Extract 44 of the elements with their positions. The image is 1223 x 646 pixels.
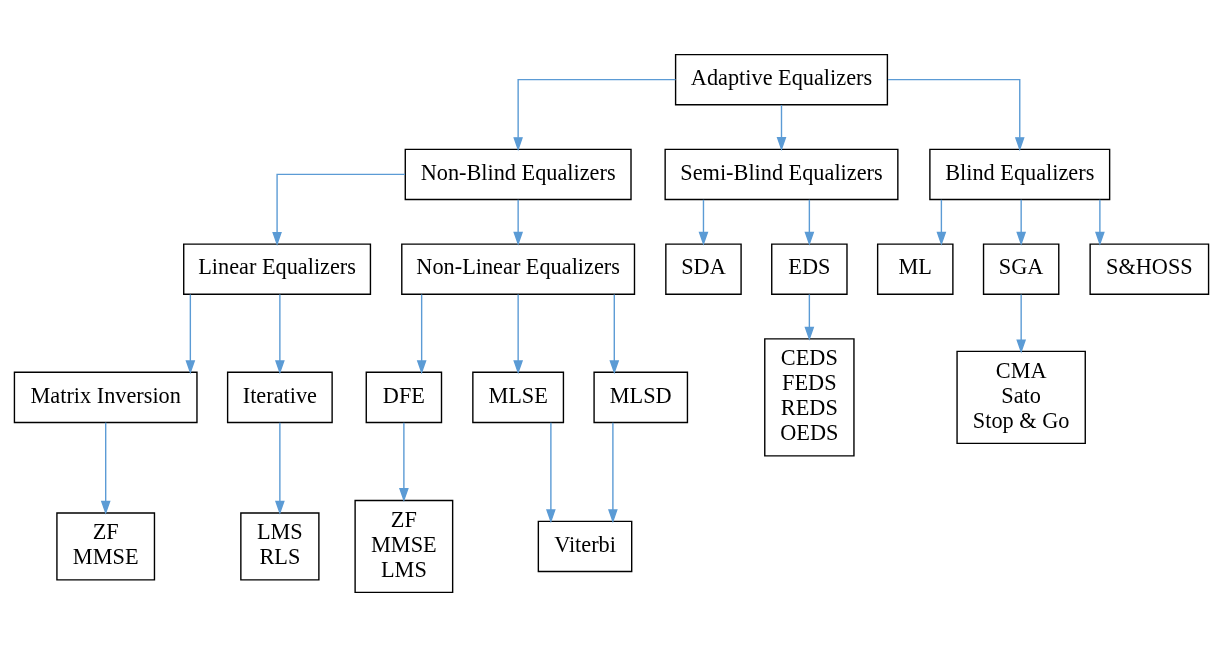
arrow (698, 198, 709, 246)
arrow (513, 78, 677, 151)
node-box: MLSE (472, 371, 565, 423)
arrow (399, 421, 409, 502)
node-box: ZF MMSE (56, 511, 156, 581)
node-box: Semi-Blind Equalizers (664, 148, 899, 200)
node-box: EDS (771, 242, 848, 295)
node-box: Adaptive Equalizers (674, 53, 889, 105)
arrow (513, 293, 523, 374)
arrow (608, 421, 618, 523)
arrow (776, 103, 787, 151)
node-box: Non-Blind Equalizers (404, 148, 632, 200)
arrow (1016, 198, 1027, 246)
arrow (1016, 293, 1027, 353)
arrow (804, 198, 815, 246)
node-box: SDA (665, 242, 742, 295)
node-box: Linear Equalizers (183, 242, 372, 295)
arrow (272, 173, 406, 246)
arrow (513, 198, 523, 246)
arrow (546, 421, 556, 523)
arrow (1095, 198, 1105, 246)
node-box: LMS RLS (240, 511, 320, 581)
node-box: Iterative (226, 371, 333, 423)
node-box: ZF MMSE LMS (354, 499, 454, 593)
node-box: Viterbi (537, 520, 633, 572)
node-box: ML (876, 242, 954, 295)
node-box: DFE (365, 371, 443, 423)
node-box: MLSD (593, 371, 689, 423)
node-box: S&HOSS (1089, 242, 1210, 295)
arrow (185, 293, 196, 374)
node-box: Matrix Inversion (13, 371, 198, 423)
arrow (275, 293, 285, 374)
arrow (100, 421, 111, 515)
node-box: Blind Equalizers (929, 148, 1111, 200)
arrow (609, 293, 620, 374)
node-box: Non-Linear Equalizers (401, 242, 636, 295)
arrow (804, 293, 815, 341)
arrow (936, 198, 947, 246)
arrow (887, 78, 1025, 151)
arrow (275, 421, 285, 515)
node-box: SGA (982, 242, 1060, 295)
node-box: CEDS FEDS REDS OEDS (764, 337, 855, 457)
arrow (416, 293, 427, 374)
node-box: CMA Sato Stop & Go (956, 350, 1086, 444)
